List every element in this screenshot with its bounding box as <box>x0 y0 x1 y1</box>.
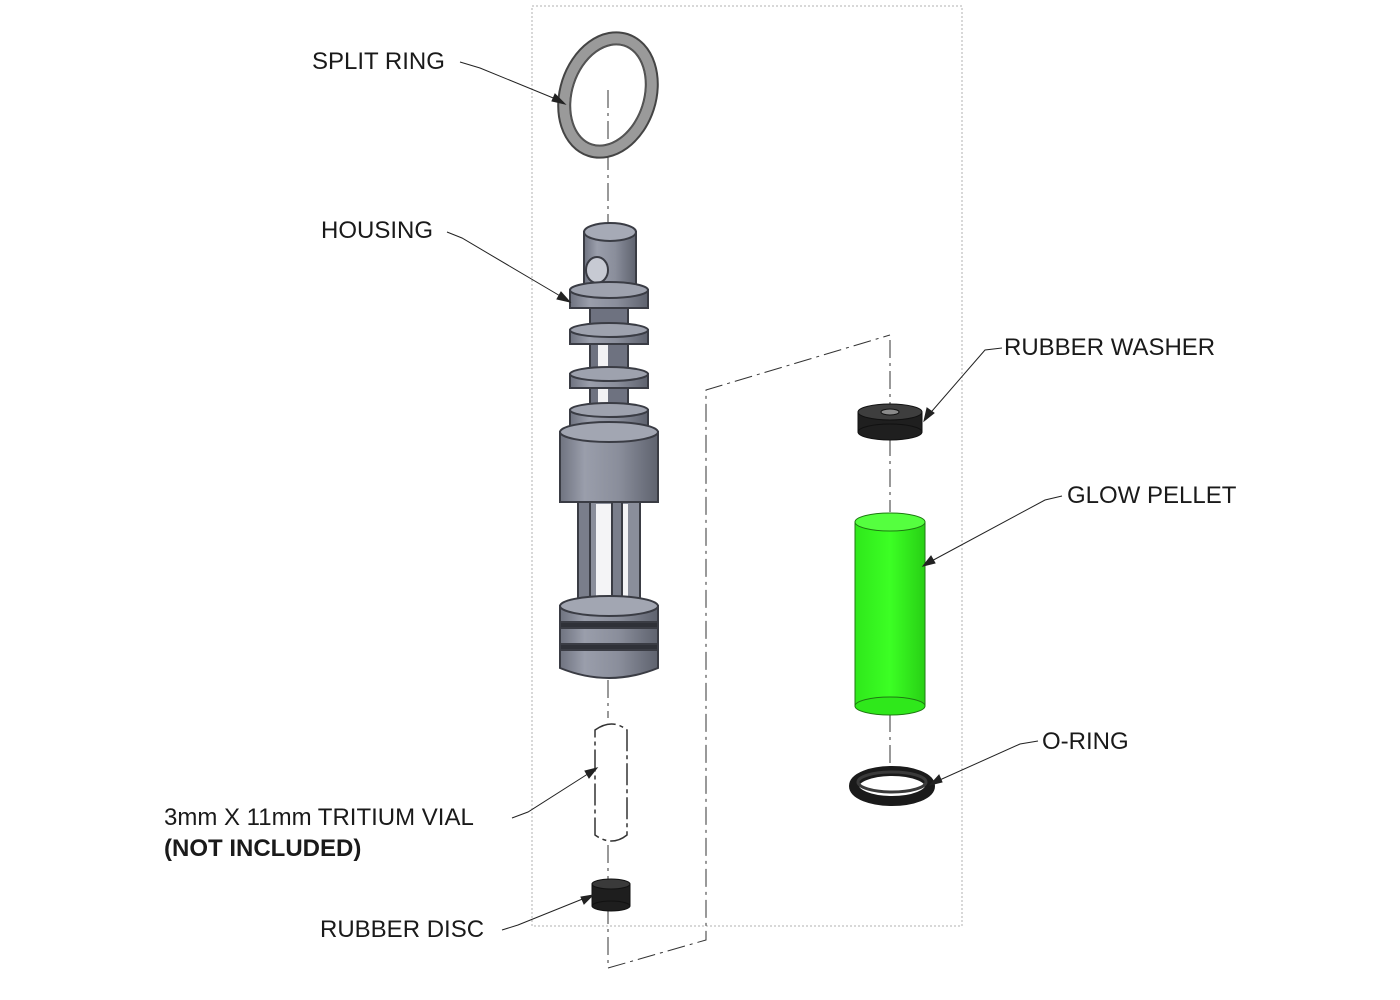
housing-icon <box>559 222 659 679</box>
leader-lines <box>446 61 1063 931</box>
tritium-vial-label: 3mm X 11mm TRITIUM VIAL <box>164 804 474 831</box>
o-ring-label: O-RING <box>1042 728 1129 755</box>
not-included-label: (NOT INCLUDED) <box>164 835 362 862</box>
rubber-washer-icon <box>857 403 923 441</box>
assembly-frame <box>531 5 963 927</box>
rubber-washer-label: RUBBER WASHER <box>1004 334 1216 361</box>
rubber-disc-icon <box>591 878 631 912</box>
tritium-vial-icon <box>594 723 628 842</box>
glow-pellet-label: GLOW PELLET <box>1067 482 1237 509</box>
glow-pellet-icon <box>854 512 926 716</box>
rubber-disc-label: RUBBER DISC <box>320 916 485 943</box>
split-ring-label: SPLIT RING <box>312 48 445 75</box>
center-axis <box>607 90 891 969</box>
split-ring-icon <box>557 31 659 159</box>
housing-label: HOUSING <box>321 217 434 244</box>
o-ring-icon <box>849 766 935 806</box>
